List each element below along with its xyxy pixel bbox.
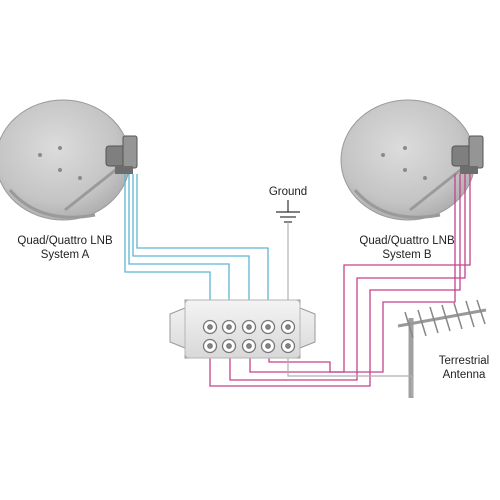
- system-a-label-line2: System A: [40, 249, 90, 261]
- system-a-cables: [124, 174, 269, 320]
- cable-b-1: [249, 174, 471, 373]
- multiswitch-connectors: [202, 319, 296, 354]
- cable-a-2: [128, 174, 230, 320]
- system-b-label-line1: Quad/Quattro LNB: [359, 235, 455, 247]
- cable-a-3: [132, 174, 250, 320]
- ground-label: Ground: [258, 185, 318, 199]
- satellite-dish-a: [0, 99, 131, 221]
- terrestrial-label-line1: Terrestrial: [438, 355, 490, 367]
- terrestrial-cable: [287, 353, 413, 396]
- cable-a-1: [124, 174, 211, 320]
- system-b-label: Quad/Quattro LNB System B: [342, 234, 472, 262]
- connector-row-b: [202, 338, 296, 354]
- system-a-label: Quad/Quattro LNB System A: [0, 234, 130, 262]
- cable-b-3: [209, 174, 461, 387]
- terrestrial-label-line2: Antenna: [442, 369, 486, 381]
- terrestrial-antenna: [397, 299, 487, 398]
- cable-b-4: [268, 174, 456, 373]
- system-a-label-line1: Quad/Quattro LNB: [17, 235, 113, 247]
- connector-row-a: [202, 319, 296, 335]
- cable-b-2: [229, 174, 466, 381]
- satellite-dish-b: [340, 99, 476, 221]
- system-b-cables: [209, 174, 471, 387]
- lnb-b: [451, 135, 484, 174]
- system-b-label-line2: System B: [382, 249, 432, 261]
- ground-label-text: Ground: [268, 186, 308, 198]
- terrestrial-label: Terrestrial Antenna: [430, 354, 498, 382]
- cable-a-4: [136, 174, 269, 320]
- ground-symbol-icon: [276, 200, 300, 223]
- lnb-a: [105, 135, 138, 174]
